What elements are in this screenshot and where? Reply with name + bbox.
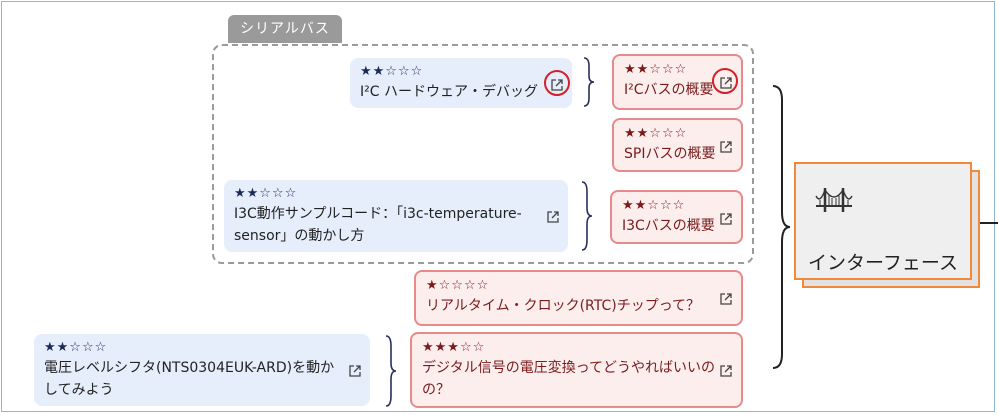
topic-card-spi[interactable]: ★★☆☆☆ SPIバスの概要	[612, 118, 743, 172]
topic-card-adc[interactable]: ★★★☆☆ デジタル信号の電圧変換ってどうやればいいの の？	[410, 332, 743, 408]
connector-line	[980, 222, 998, 224]
card-title: SPIバスの概要	[624, 146, 716, 162]
related-card-i2c-debug[interactable]: ★★☆☆☆ I²C ハードウェア・デバッグ	[350, 58, 572, 108]
topic-card-i3c[interactable]: ★★☆☆☆ I3Cバスの概要	[610, 190, 743, 244]
star-rating: ★★☆☆☆	[234, 186, 298, 201]
star-rating: ★☆☆☆☆	[426, 278, 490, 293]
card-title-line1: デジタル信号の電圧変換ってどうやればいいの	[422, 360, 716, 376]
star-rating: ★★☆☆☆	[624, 126, 688, 141]
external-link-icon[interactable]	[546, 210, 560, 224]
external-link-icon[interactable]	[719, 292, 733, 306]
related-card-level-shifter[interactable]: ★★☆☆☆ 電圧レベルシフタ(NTS0304EUK-ARD)を動か してみよう	[34, 334, 370, 406]
highlight-circle	[712, 68, 738, 94]
card-title-line2: してみよう	[44, 382, 114, 398]
external-link-icon[interactable]	[719, 364, 733, 378]
star-rating: ★★☆☆☆	[624, 62, 688, 77]
brace-i2c	[583, 57, 595, 107]
highlight-circle	[544, 70, 570, 96]
brace-main	[772, 85, 791, 369]
related-card-i3c-sample[interactable]: ★★☆☆☆ I3C動作サンプルコード：「i3c-temperature- sen…	[224, 180, 568, 252]
star-rating: ★★☆☆☆	[360, 64, 424, 79]
root-label: インターフェース	[808, 252, 958, 274]
card-title: I²C ハードウェア・デバッグ	[360, 84, 538, 100]
serial-bus-group	[212, 44, 754, 264]
brace-adc	[385, 335, 397, 407]
card-title-line1: I3C動作サンプルコード：「i3c-temperature-	[234, 206, 522, 222]
card-title-line2: sensor」の動かし方	[234, 228, 365, 244]
card-title-line2: の？	[422, 382, 450, 398]
external-link-icon[interactable]	[719, 212, 733, 226]
brace-i3c	[581, 181, 593, 251]
card-title-line1: 電圧レベルシフタ(NTS0304EUK-ARD)を動か	[44, 360, 335, 376]
bridge-icon	[814, 184, 854, 214]
star-rating: ★★☆☆☆	[44, 340, 108, 355]
card-title: I²Cバスの概要	[624, 82, 714, 98]
topic-card-rtc[interactable]: ★☆☆☆☆ リアルタイム・クロック(RTC)チップって？	[414, 270, 743, 326]
card-title: リアルタイム・クロック(RTC)チップって？	[426, 298, 701, 314]
external-link-icon[interactable]	[348, 364, 362, 378]
star-rating: ★★☆☆☆	[622, 198, 686, 213]
card-title: I3Cバスの概要	[622, 218, 715, 234]
topic-card-i2c[interactable]: ★★☆☆☆ I²Cバスの概要	[612, 54, 743, 110]
group-tag: シリアルバス	[228, 15, 342, 43]
external-link-icon[interactable]	[719, 140, 733, 154]
root-node[interactable]: インターフェース	[794, 162, 972, 280]
star-rating: ★★★☆☆	[422, 340, 486, 355]
